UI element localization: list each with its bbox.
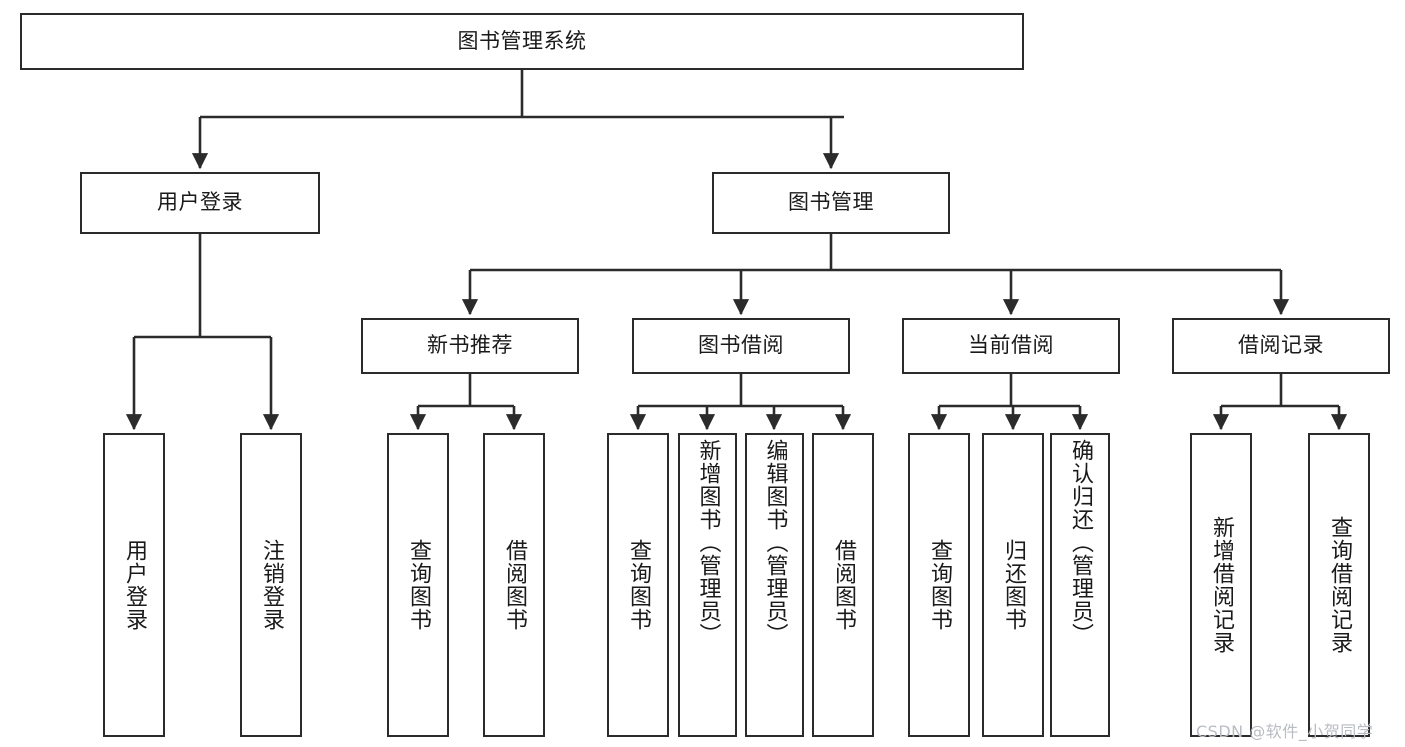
node-new-book-recommend[interactable]: 新书推荐: [361, 318, 579, 374]
leaf-node-label: 借阅图书: [830, 539, 856, 631]
leaf-node[interactable]: 用户登录: [103, 433, 165, 737]
leaf-node[interactable]: 查询图书: [908, 433, 970, 737]
node-book-management[interactable]: 图书管理: [712, 172, 950, 234]
leaf-node-label: 查询图书: [405, 539, 431, 631]
node-book-management-label: 图书管理: [788, 190, 874, 215]
leaf-node[interactable]: 新增借阅记录: [1190, 433, 1252, 737]
leaf-node[interactable]: 查询图书: [387, 433, 449, 737]
node-current-borrow-label: 当前借阅: [968, 333, 1054, 358]
leaf-node[interactable]: 编辑图书（管理员）: [745, 433, 804, 737]
leaf-node[interactable]: 确认归还（管理员）: [1050, 433, 1110, 737]
node-borrow-records[interactable]: 借阅记录: [1172, 318, 1390, 374]
leaf-node-label: 用户登录: [121, 539, 147, 631]
node-user-login[interactable]: 用户登录: [80, 172, 320, 234]
leaf-node-label: 查询借阅记录: [1326, 516, 1352, 654]
node-current-borrow[interactable]: 当前借阅: [902, 318, 1120, 374]
leaf-node-label: 归还图书: [1000, 539, 1026, 631]
leaf-node[interactable]: 查询借阅记录: [1308, 433, 1370, 737]
node-borrow-records-label: 借阅记录: [1238, 333, 1324, 358]
node-root-label: 图书管理系统: [457, 28, 587, 53]
connector-edges: [125, 70, 1348, 431]
leaf-node-label: 查询图书: [625, 539, 651, 631]
node-book-borrow[interactable]: 图书借阅: [632, 318, 850, 374]
leaf-node-label: 新增借阅记录: [1208, 516, 1234, 654]
leaf-node-label: 确认归还（管理员）: [1067, 439, 1093, 646]
leaf-node-label: 编辑图书（管理员）: [762, 439, 788, 646]
leaf-node[interactable]: 借阅图书: [483, 433, 545, 737]
node-user-login-label: 用户登录: [157, 190, 243, 215]
node-new-book-recommend-label: 新书推荐: [427, 333, 513, 358]
leaf-node-label: 借阅图书: [501, 539, 527, 631]
leaf-node[interactable]: 借阅图书: [812, 433, 874, 737]
node-root[interactable]: 图书管理系统: [20, 13, 1024, 70]
leaf-node[interactable]: 归还图书: [982, 433, 1044, 737]
node-book-borrow-label: 图书借阅: [698, 333, 784, 358]
leaf-node[interactable]: 查询图书: [607, 433, 669, 737]
leaf-node[interactable]: 注销登录: [240, 433, 302, 737]
leaf-node[interactable]: 新增图书（管理员）: [678, 433, 737, 737]
leaf-node-label: 新增图书（管理员）: [695, 439, 721, 646]
leaf-node-label: 注销登录: [258, 539, 284, 631]
leaf-node-label: 查询图书: [926, 539, 952, 631]
